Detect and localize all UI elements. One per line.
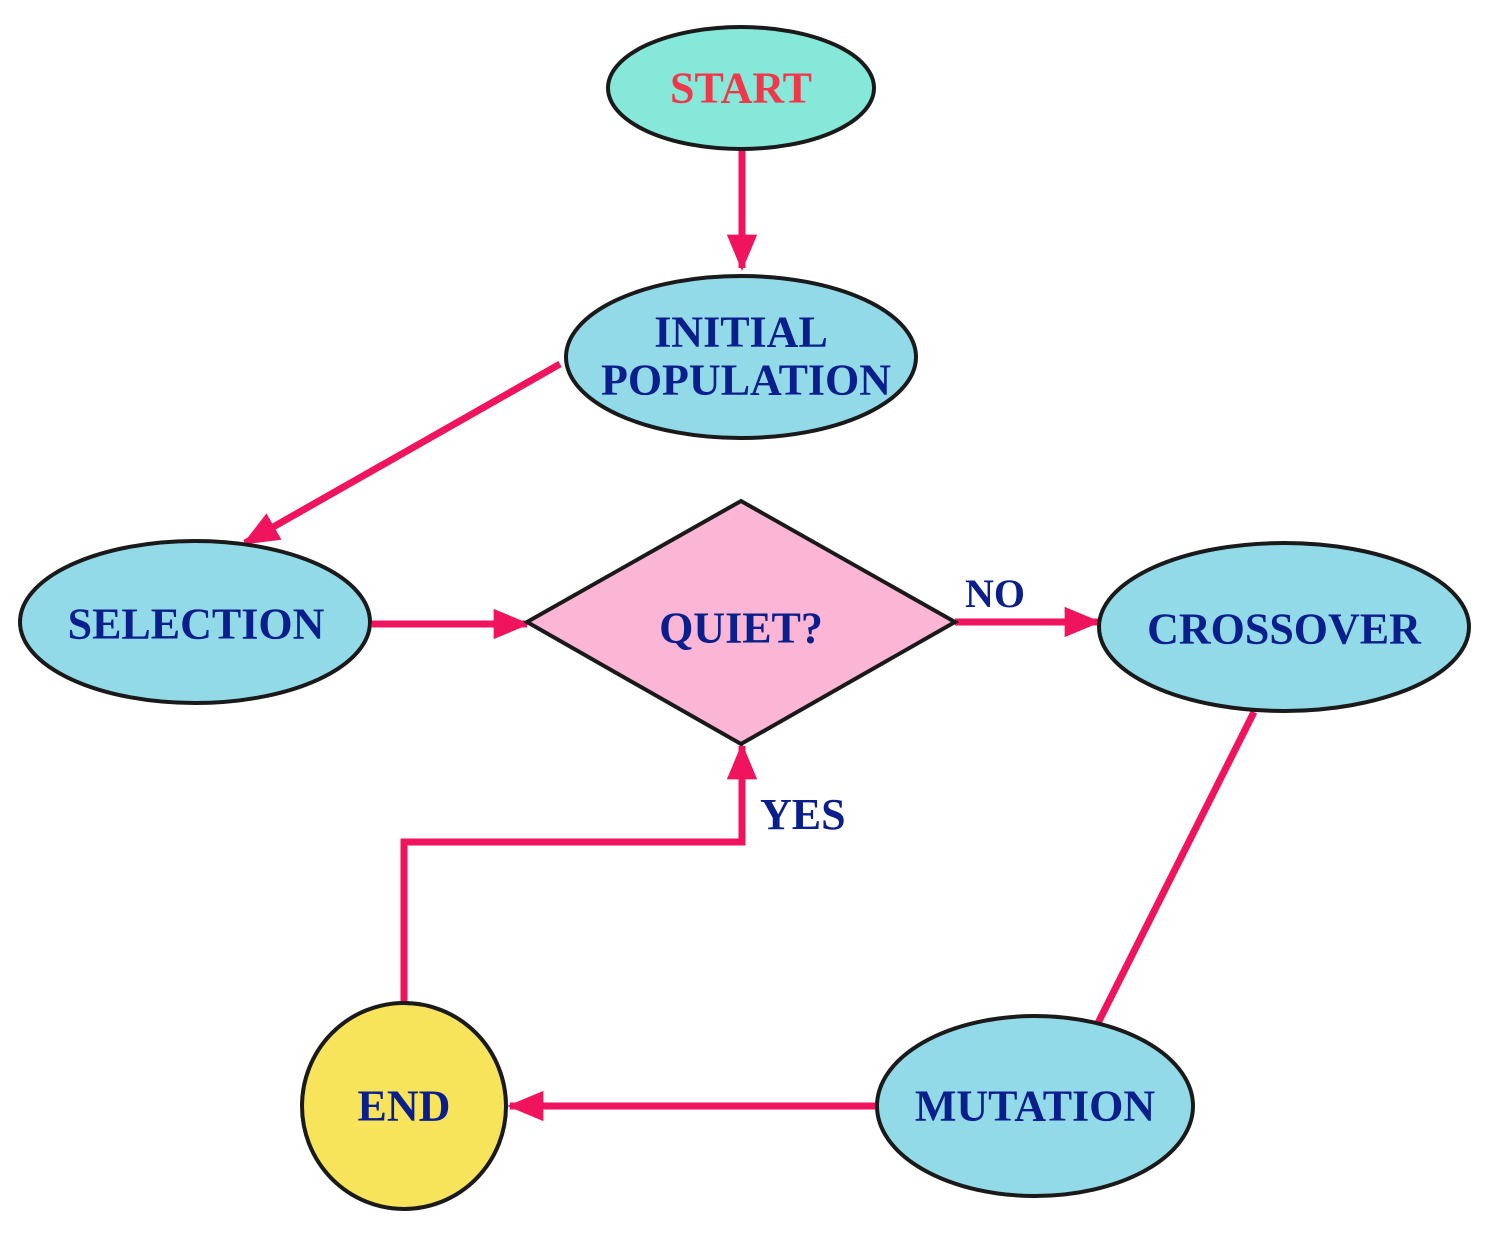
node-start: START	[606, 25, 876, 151]
node-mutation: MUTATION	[875, 1014, 1195, 1198]
initial-population-shape	[564, 274, 918, 440]
edge-end-to-quiet-yes	[400, 742, 758, 1003]
mutation-shape	[875, 1014, 1195, 1198]
quiet-decision-diamond	[522, 498, 960, 747]
node-quiet: QUIET?	[522, 498, 960, 747]
node-initial-population: INITIAL POPULATION	[564, 274, 918, 440]
end-label: END	[358, 1082, 451, 1131]
edge-initial-population-to-selection	[242, 360, 562, 547]
edge-crossover-to-mutation	[1094, 710, 1258, 1025]
mutation-label: MUTATION	[915, 1082, 1156, 1131]
node-selection: SELECTION	[18, 539, 372, 705]
start-terminal-shape	[606, 25, 876, 151]
node-end: END	[300, 1001, 508, 1211]
end-terminal-shape	[300, 1001, 508, 1211]
start-label: START	[670, 64, 812, 113]
initial-population-label-line2: POPULATION	[601, 356, 891, 405]
quiet-label: QUIET?	[659, 604, 823, 653]
selection-label: SELECTION	[68, 600, 325, 649]
selection-shape	[18, 539, 372, 705]
node-crossover: CROSSOVER	[1097, 541, 1471, 713]
initial-population-label-line1: INITIAL	[654, 308, 828, 357]
crossover-shape	[1097, 541, 1471, 713]
edges	[242, 150, 1258, 1122]
edge-label-yes: YES	[760, 790, 846, 839]
crossover-label: CROSSOVER	[1147, 605, 1422, 654]
edge-label-no: NO	[965, 571, 1025, 616]
